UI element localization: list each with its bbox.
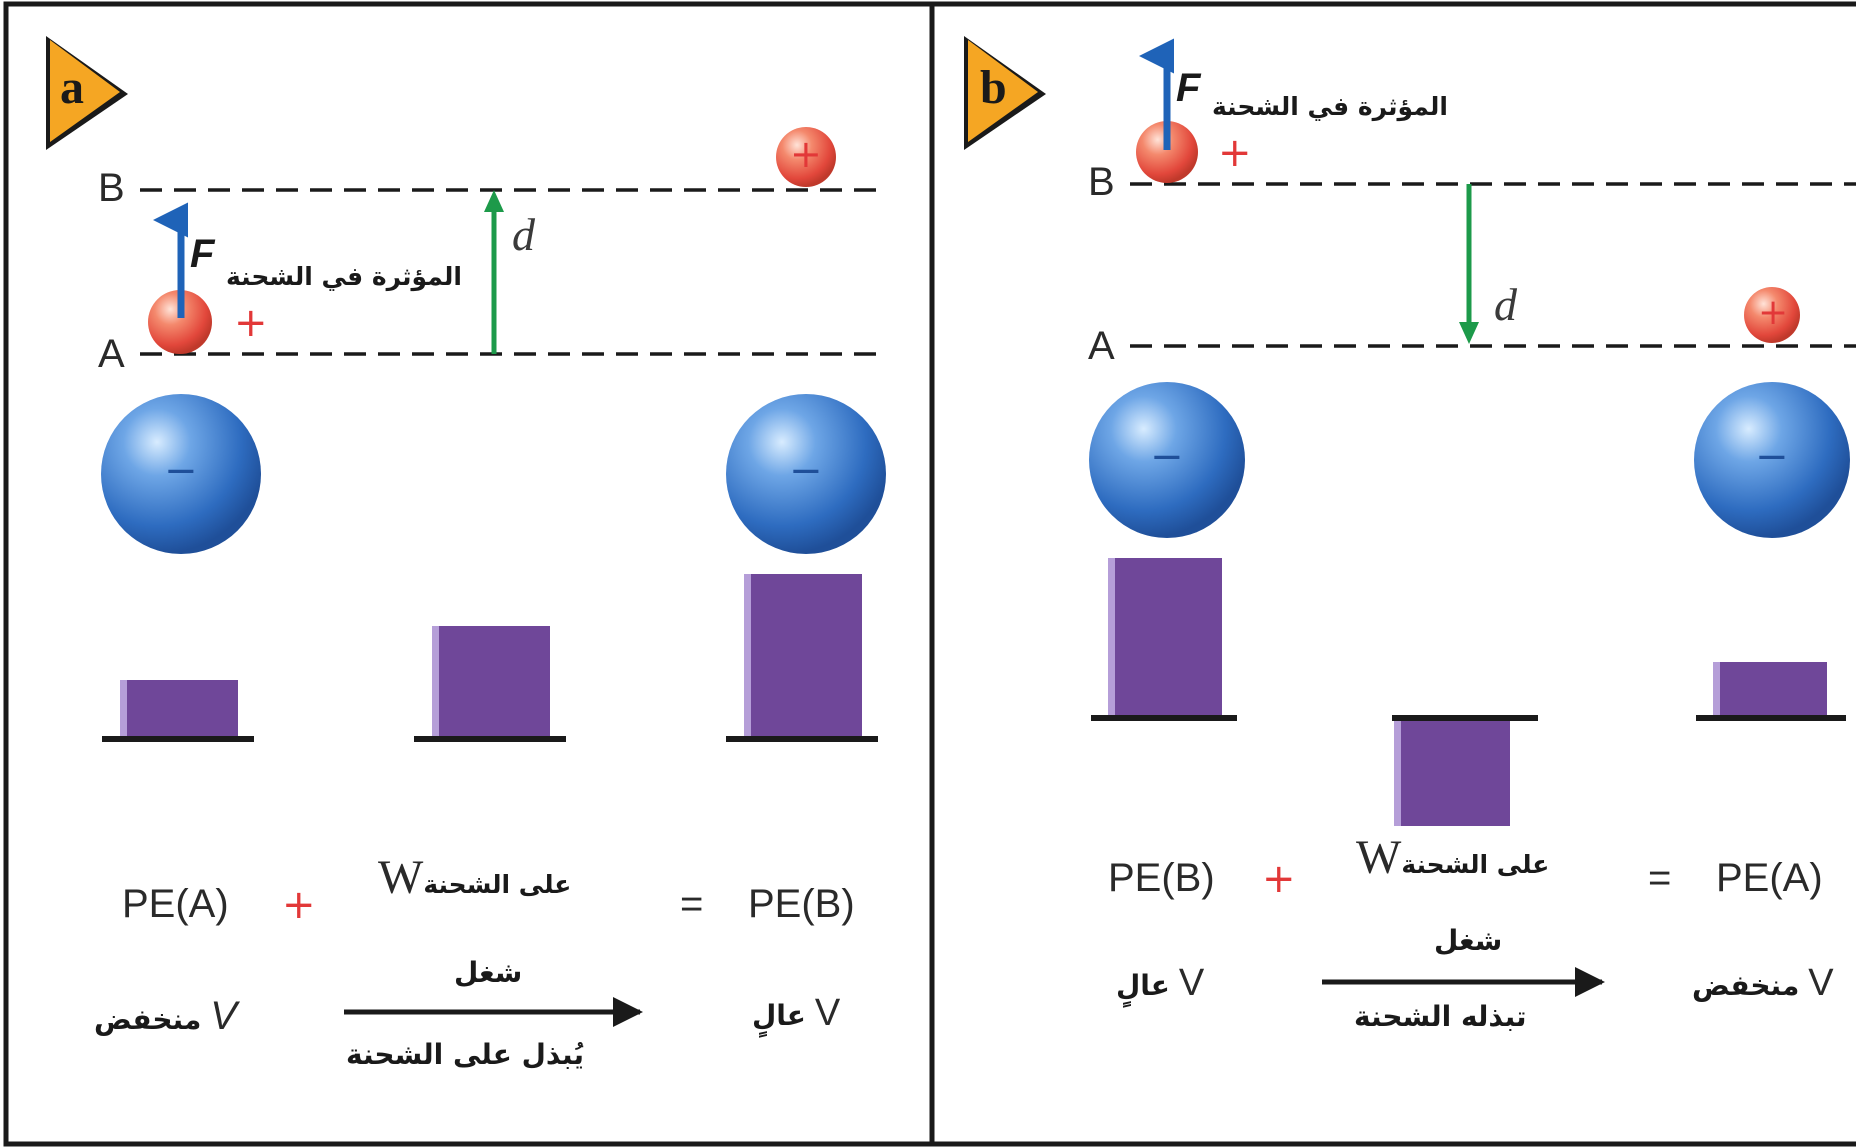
- arrow-bottom-label: تبذله الشحنة: [1354, 1000, 1527, 1033]
- voltage-text: عالٍ: [1116, 969, 1170, 1002]
- positive-charge-at-b: [776, 127, 836, 187]
- positive-sign-at-b: +: [790, 132, 822, 176]
- equation-equals: =: [1648, 856, 1672, 900]
- pe-bar-medium: [414, 626, 566, 742]
- positive-sign-at-a: +: [1758, 292, 1789, 333]
- positive-charge-at-b: [1136, 121, 1198, 183]
- panel-a-label: a: [60, 61, 84, 114]
- panel-b-label: b: [980, 61, 1007, 114]
- panel-b: [964, 36, 1856, 997]
- force-symbol: F: [190, 232, 215, 276]
- force-text: المؤثرة في الشحنة: [226, 262, 462, 291]
- work-symbol: W: [1356, 831, 1402, 884]
- voltage-text: منخفض: [1692, 969, 1800, 1002]
- distance-label: d: [1494, 279, 1517, 330]
- equation-work: Wعلى الشحنة: [378, 850, 571, 905]
- distance-label: d: [512, 209, 535, 260]
- equation-term-pe-a: PE(A): [1716, 856, 1823, 900]
- pe-bar-low: [102, 680, 254, 742]
- equation-term-pe-b: PE(B): [1108, 856, 1215, 900]
- line-b-label: B: [1088, 160, 1115, 204]
- distance-arrowhead: [484, 190, 504, 212]
- arrow-top-label: شغل: [1434, 924, 1503, 957]
- negative-sign-right: −: [789, 448, 823, 494]
- left-voltage-label: V عالٍ: [1116, 962, 1204, 1005]
- voltage-text: عالٍ: [752, 999, 806, 1032]
- line-b-label: B: [98, 166, 125, 210]
- force-text: المؤثرة في الشحنة: [1212, 92, 1448, 121]
- pe-bar-negative: [1392, 715, 1538, 826]
- line-a-label: A: [1088, 324, 1115, 368]
- negative-sphere-right: [726, 394, 886, 554]
- negative-sign-left: −: [1150, 434, 1184, 480]
- equation-plus: +: [282, 882, 316, 928]
- equation-term-pe-b: PE(B): [748, 882, 855, 926]
- voltage-symbol: V: [814, 992, 841, 1034]
- work-symbol: W: [378, 851, 424, 904]
- equation-work: Wعلى الشحنة: [1356, 830, 1549, 885]
- negative-sphere-right: [1694, 382, 1850, 538]
- positive-charge-at-a: [1744, 287, 1800, 343]
- arrow-bottom-label: يُبذل على الشحنة: [346, 1038, 584, 1071]
- positive-charge-at-a: [148, 290, 212, 354]
- work-subscript: على الشحنة: [423, 870, 572, 899]
- pe-bar-high: [726, 574, 878, 742]
- panel-a-badge: [46, 36, 128, 150]
- positive-sign-near-b: +: [1218, 130, 1252, 176]
- equation-term-pe-a: PE(A): [122, 882, 229, 926]
- pe-bar-low: [1696, 662, 1846, 721]
- negative-sign-left: −: [164, 448, 198, 494]
- equation-plus: +: [1262, 856, 1296, 902]
- negative-sphere-left: [1089, 382, 1245, 538]
- voltage-symbol: V: [1808, 962, 1834, 1004]
- negative-sign-right: −: [1755, 434, 1789, 480]
- right-voltage-label: V عالٍ: [752, 992, 840, 1035]
- panel-b-badge: [964, 36, 1046, 150]
- line-a-label: A: [98, 332, 125, 376]
- outer-frame: [3, 1, 1856, 1147]
- force-symbol: F: [1176, 66, 1201, 110]
- distance-arrowhead: [1459, 322, 1479, 344]
- voltage-text: منخفض: [94, 1003, 202, 1036]
- positive-sign-near-a: +: [234, 300, 268, 346]
- right-voltage-label: V منخفض: [1692, 962, 1834, 1005]
- negative-sphere-left: [101, 394, 261, 554]
- arrow-top-label: شغل: [454, 956, 523, 989]
- voltage-symbol: V: [210, 994, 237, 1038]
- panel-a: [46, 36, 886, 1027]
- equation-equals: =: [680, 882, 704, 926]
- pe-bar-high: [1091, 558, 1237, 721]
- left-voltage-label: V منخفض: [94, 994, 237, 1039]
- voltage-symbol: V: [1178, 962, 1205, 1004]
- work-subscript: على الشحنة: [1401, 850, 1550, 879]
